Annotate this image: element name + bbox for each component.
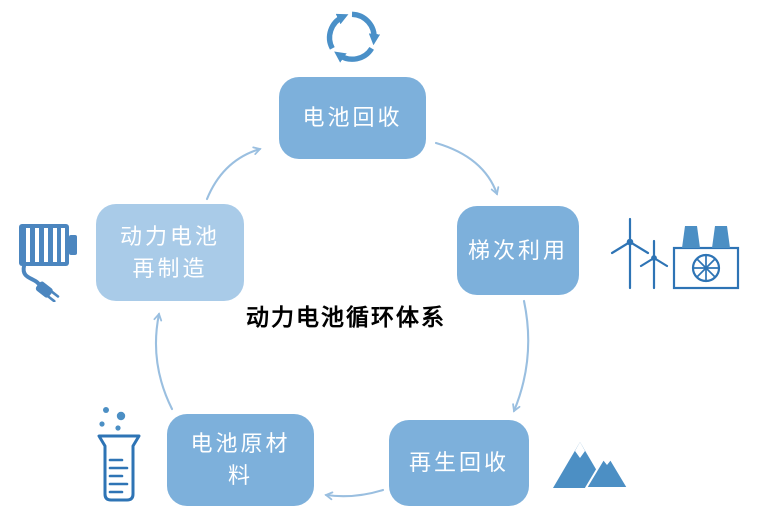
wind-turbines-factory-icon [610,217,740,290]
diagram-title: 动力电池循环体系 [246,304,446,330]
node-battery-remanufacturing: 动力电池 再制造 [96,204,244,301]
recycle-arrows-icon [326,11,381,63]
node-battery-raw-materials: 电池原材 料 [167,414,314,506]
node-regeneration-recycling-label: 再生回收 [408,450,509,476]
arrow-remanufacturing-to-recycling [205,146,262,201]
arrow-cascade-to-regeneration [512,299,530,413]
node-cascade-utilization-label: 梯次利用 [467,237,568,263]
node-cascade-utilization: 梯次利用 [457,206,579,295]
node-regeneration-recycling: 再生回收 [389,420,529,506]
node-battery-raw-materials-label: 电池原材 料 [190,431,291,488]
arrow-recycling-to-cascade [434,141,500,196]
node-battery-remanufacturing-label: 动力电池 再制造 [119,223,220,281]
beaker-icon [97,407,141,502]
node-battery-recycling-label: 电池回收 [302,105,403,131]
node-battery-recycling: 电池回收 [279,77,426,159]
arrow-regeneration-to-raw-materials [324,488,385,501]
mountains-icon [553,442,630,489]
battery-plug-icon [19,224,77,302]
arrow-raw-materials-to-remanufacturing [153,312,174,411]
